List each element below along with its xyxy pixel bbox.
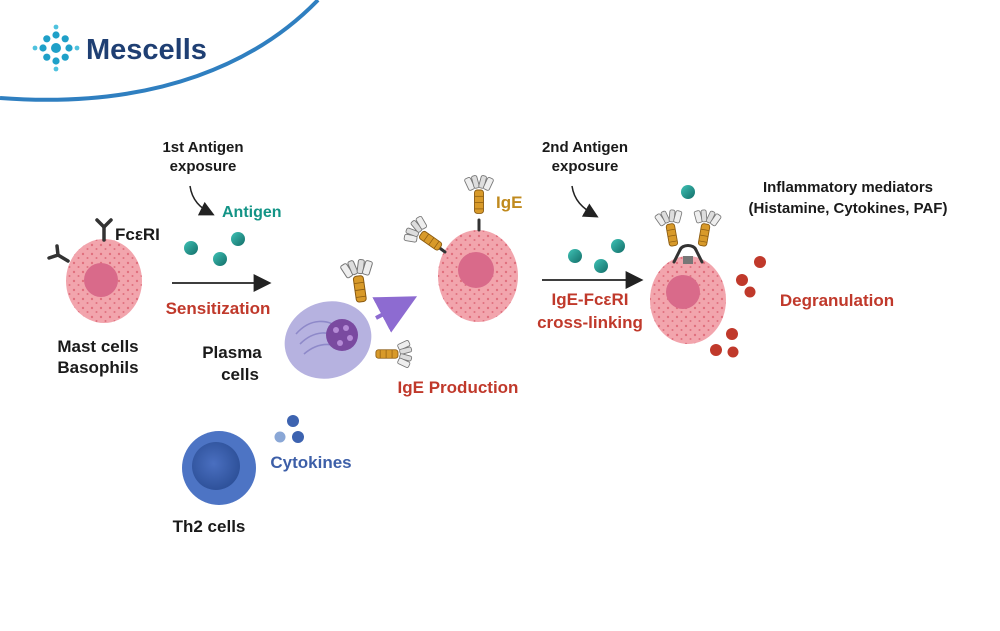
degranulating-mast-cell [650,256,726,344]
plasma-cells-label-2: cells [221,365,259,384]
plasma-cell [284,301,372,379]
sensitized-mast-cell [438,230,518,322]
mediator-granule [727,346,739,358]
second-exposure-label: 2nd Antigen [542,139,628,156]
ige-production-arrow [372,296,418,333]
antigen-particles [184,232,245,266]
antigen-particle [231,232,245,246]
bound-antigen-particle [681,185,695,199]
mediator-granule [754,256,766,268]
antigen-label: Antigen [222,204,282,221]
mescells-logo-icon [32,24,80,72]
sensitization-label: Sensitization [166,299,271,318]
fceri-label: FcεRI [115,225,160,244]
cytokine-particle [287,415,299,427]
antigen-particles [568,239,625,273]
basophils-label: Basophils [57,358,138,377]
mediator-granule [710,344,722,356]
mediator-granule [726,328,738,340]
second-exposure-arrow [571,185,599,218]
antigen-particle [611,239,625,253]
mediators-label: Inflammatory mediators [763,179,933,196]
bound-ige-antibody-icon [463,174,495,214]
th2-cell [182,431,256,505]
crosslinking-label-2: cross-linking [537,313,643,332]
th2-cells-label: Th2 cells [173,517,246,536]
fceri-receptor-icon [95,218,113,242]
first-exposure-label-2: exposure [170,158,237,175]
mast-cell [66,239,142,323]
crosslinking-label: IgE-FcεRI [551,290,628,309]
ige-antibody-icon [338,256,379,305]
mast-cells-label: Mast cells [57,337,138,356]
bound-ige-antibody-icon [399,212,450,261]
first-exposure-label: 1st Antigen [162,139,243,156]
first-exposure-arrow [189,185,215,216]
cytokine-particles [274,415,304,443]
antigen-particle [184,241,198,255]
header-banner [0,0,320,102]
ige-production-label: IgE Production [398,378,519,397]
mediator-granule [736,274,748,286]
degranulation-label: Degranulation [780,291,894,310]
antigen-particle [568,249,582,263]
antigen-particle [213,252,227,266]
fceri-receptor-side-icon [47,244,70,263]
second-exposure-label-2: exposure [552,158,619,175]
crosslink-bridge [683,256,693,264]
antigen-particle [594,259,608,273]
brand-name: Mescells [86,34,207,66]
crosslinked-ige-antibody-icon [687,207,723,249]
mediator-granule [744,286,756,298]
ige-label: IgE [496,193,522,212]
mediators-label-2: (Histamine, Cytokines, PAF) [749,200,948,217]
header-arc [0,0,320,102]
cytokine-particle [274,431,286,443]
ige-antibody-icon [375,339,413,369]
plasma-cells-label: Plasma [202,343,262,362]
cytokine-particle [292,431,304,443]
mediator-granules [710,256,766,358]
crosslinked-ige-antibody-icon [653,207,689,249]
crosslinked-receptor-icon [672,244,704,264]
cytokines-label: Cytokines [270,453,351,472]
